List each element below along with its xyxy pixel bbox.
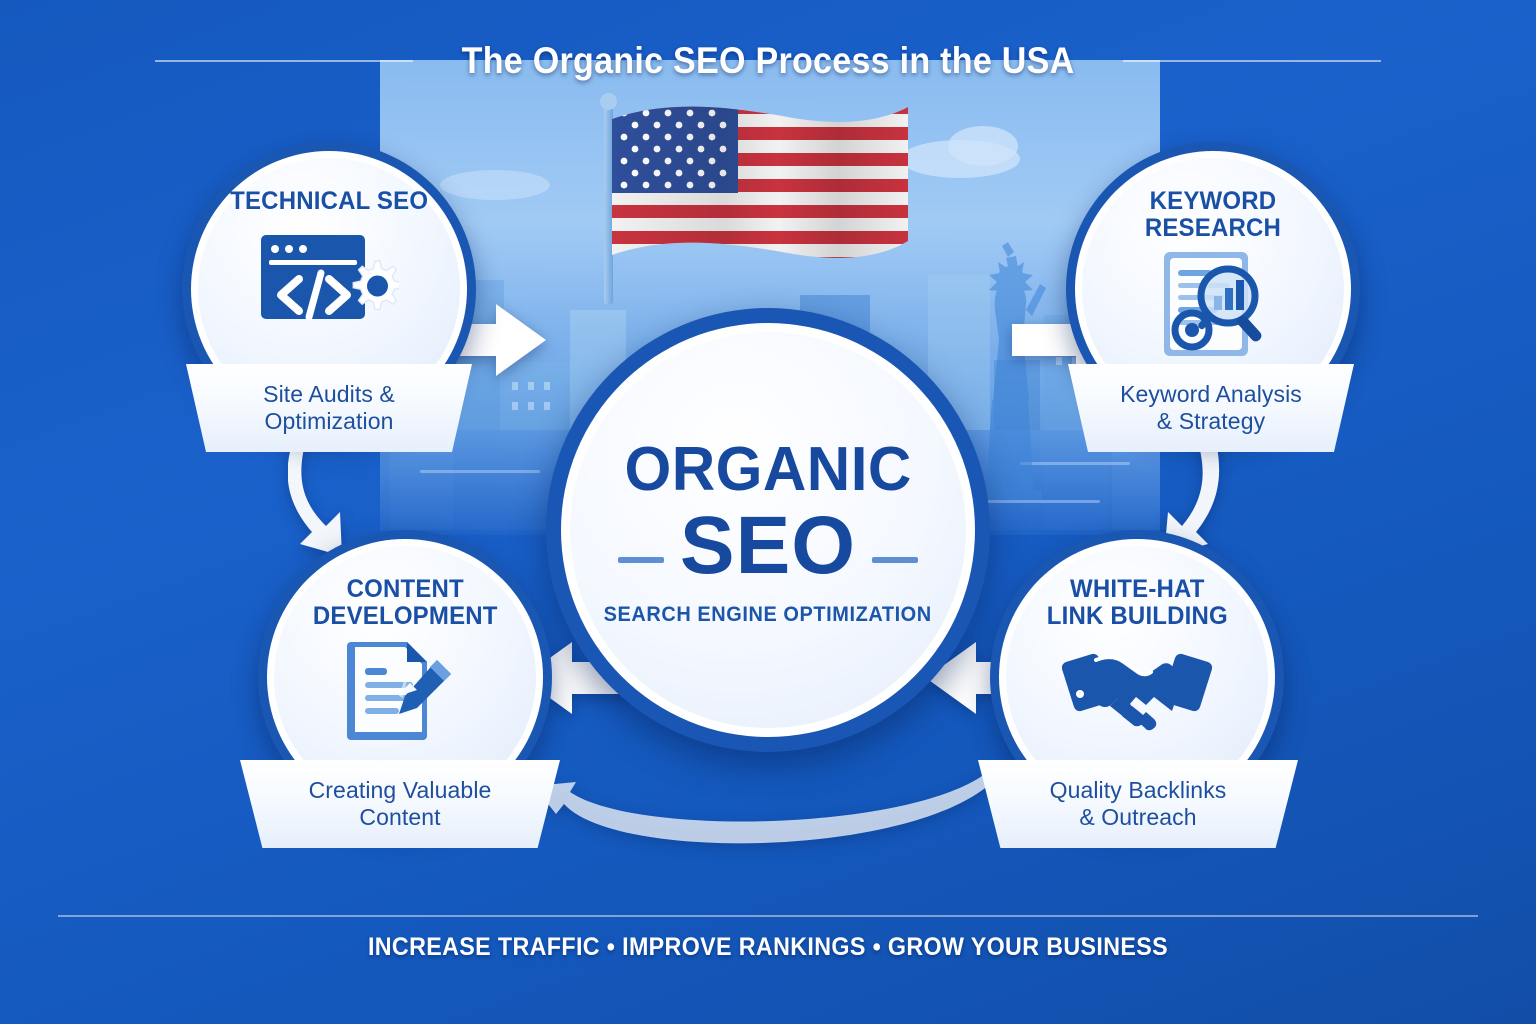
node-title-line2: LINK BUILDING (1046, 602, 1228, 630)
banner-text-keyword-research: Keyword Analysis & Strategy (1120, 381, 1302, 435)
node-title-keyword-research: KEYWORD RESEARCH (1145, 188, 1281, 242)
banner-line1: Quality Backlinks (1049, 776, 1227, 803)
banner-text-technical-seo: Site Audits & Optimization (263, 381, 395, 435)
banner-line1: Keyword Analysis (1120, 380, 1302, 407)
arrow-link-to-content-curve (534, 770, 998, 844)
arrow-keyword-to-link (1164, 434, 1220, 556)
node-title-line2: RESEARCH (1144, 214, 1282, 242)
node-title-line2: DEVELOPMENT (312, 602, 498, 630)
header: The Organic SEO Process in the USA (0, 33, 1536, 89)
handshake-icon (1061, 640, 1213, 737)
node-title-line1: CONTENT (346, 575, 464, 603)
footer-tagline: INCREASE TRAFFIC • IMPROVE RANKINGS • GR… (367, 933, 1169, 961)
center-hub-face: ORGANIC SEO SEARCH ENGINE OPTIMIZATION (570, 332, 966, 728)
center-subtitle: SEARCH ENGINE OPTIMIZATION (603, 603, 933, 626)
center-dash-right (872, 557, 919, 563)
banner-technical-seo: Site Audits & Optimization (186, 364, 472, 452)
banner-text-white-hat-link-building: Quality Backlinks & Outreach (1050, 777, 1227, 831)
banner-white-hat-link-building: Quality Backlinks & Outreach (978, 760, 1298, 848)
footer-rule (58, 915, 1478, 917)
cloud-icon (948, 126, 1018, 166)
statue-of-liberty-icon (980, 242, 1046, 500)
document-pencil-icon (343, 638, 467, 747)
title-rule-left (154, 60, 413, 62)
banner-line2: Optimization (264, 408, 394, 434)
node-title-technical-seo: TECHNICAL SEO (229, 187, 429, 215)
center-title-line2: SEO (679, 500, 857, 591)
arrow-link-to-center (926, 642, 1040, 714)
node-title-white-hat-link-building: WHITE-HAT LINK BUILDING (1046, 576, 1227, 630)
cloud-icon (440, 170, 550, 200)
banner-line2: & Strategy (1156, 408, 1266, 434)
banner-line1: Creating Valuable (308, 776, 492, 803)
arrow-technical-to-content (288, 438, 342, 556)
banner-line2: & Outreach (1079, 804, 1197, 830)
flag-pole (600, 93, 617, 305)
center-hub-rim: ORGANIC SEO SEARCH ENGINE OPTIMIZATION (561, 323, 975, 737)
banner-line1: Site Audits & (263, 380, 395, 407)
title-rule-right (1123, 60, 1382, 62)
node-title-line1: KEYWORD (1149, 187, 1277, 215)
center-hub[interactable]: ORGANIC SEO SEARCH ENGINE OPTIMIZATION (546, 308, 990, 752)
arrow-technical-to-center (432, 304, 546, 376)
node-title-line1: WHITE-HAT (1069, 575, 1205, 603)
banner-keyword-research: Keyword Analysis & Strategy (1068, 364, 1354, 452)
node-title-content-development: CONTENT DEVELOPMENT (313, 576, 498, 630)
center-title-line1: ORGANIC (624, 435, 912, 504)
banner-content-development: Creating Valuable Content (240, 760, 560, 848)
document-magnifier-chart-icon (1150, 250, 1276, 365)
page-title: The Organic SEO Process in the USA (461, 40, 1075, 81)
browser-code-gear-icon (259, 229, 403, 346)
center-dash-left (617, 557, 664, 563)
banner-line2: Content (359, 804, 441, 830)
banner-text-content-development: Creating Valuable Content (309, 777, 492, 831)
us-flag-icon (596, 93, 908, 305)
